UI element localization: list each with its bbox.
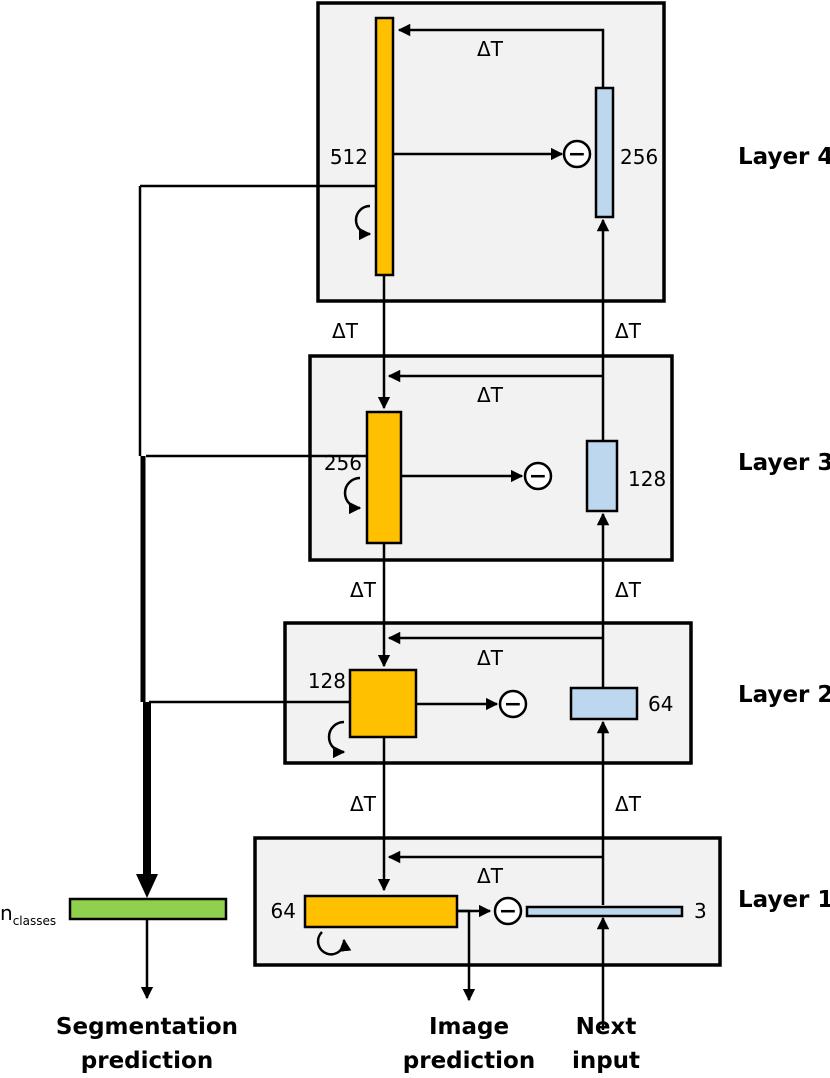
- layer-4-feedback-delta-t: ΔT: [477, 37, 504, 61]
- n-classes-label: nclasses: [0, 901, 56, 928]
- layer-3-subtract-node: [523, 461, 553, 491]
- layer-2-recurrence-icon: [327, 720, 346, 759]
- layer-1-label: Layer 1: [738, 887, 830, 913]
- layer-3-error-size: 128: [628, 467, 666, 491]
- layer-1-representation: [303, 894, 459, 929]
- layer-2-feedback-delta-t: ΔT: [477, 646, 504, 670]
- layer-2-minus-icon: −: [504, 692, 522, 717]
- layer-2-representation-size: 128: [308, 669, 346, 693]
- layer-3-recurrence-icon: [343, 476, 362, 515]
- layer-4-subtract-node: [562, 139, 592, 169]
- layer-3-feedback-delta-t: ΔT: [477, 383, 504, 407]
- layer-4-recurrence-icon: [354, 204, 372, 241]
- layer-1-error: [525, 905, 684, 918]
- layer-1-error-size: 3: [694, 899, 707, 923]
- layer-1-minus-icon: −: [499, 899, 517, 924]
- segmentation-label-line1: Segmentation: [56, 1014, 238, 1040]
- layer-2-error: [569, 686, 639, 721]
- top-down-delta-t-2: ΔT: [350, 792, 377, 816]
- layer-4-feedback-arrow: [397, 23, 605, 88]
- layer-4-error: [594, 86, 615, 219]
- bottom-up-delta-t-2: ΔT: [615, 578, 642, 602]
- next-input-label-line1: Next: [576, 1014, 637, 1040]
- top-down-delta-t-4: ΔT: [332, 319, 359, 343]
- layer-1-representation-size: 64: [271, 899, 296, 923]
- bottom-up-delta-t-1: ΔT: [615, 792, 642, 816]
- layer-4-representation-size: 512: [330, 145, 368, 169]
- layer-1-recurrence-icon: [316, 931, 352, 956]
- image-prediction-label-line2: prediction: [403, 1048, 535, 1074]
- layer-3-representation: [365, 410, 403, 545]
- layer-4-minus-icon: −: [568, 142, 586, 167]
- segmentation-output-bar: [68, 897, 228, 921]
- image-prediction-arrow: [457, 909, 476, 1002]
- top-down-delta-t-3: ΔT: [350, 578, 377, 602]
- next-input-label-line2: input: [572, 1048, 640, 1074]
- layer-4-label: Layer 4: [738, 144, 830, 170]
- image-prediction-label-line1: Image: [429, 1014, 509, 1040]
- layer-1-feedback-delta-t: ΔT: [477, 864, 504, 888]
- layer-3-minus-icon: −: [529, 464, 547, 489]
- layer-3-label: Layer 3: [738, 450, 830, 476]
- layer-2-label: Layer 2: [738, 682, 830, 708]
- segmentation-label-line2: prediction: [81, 1048, 213, 1074]
- layer-4-error-size: 256: [620, 145, 658, 169]
- layer-3-representation-size: 256: [324, 451, 362, 475]
- layer-4-representation: [374, 16, 395, 277]
- layer-2-representation: [348, 668, 418, 739]
- readout-arrowhead: [136, 874, 158, 898]
- layer-2-error-size: 64: [648, 692, 673, 716]
- layer-1-subtract-node: [493, 896, 523, 926]
- layer-2-subtract-node: [498, 689, 528, 719]
- bottom-up-delta-t-3: ΔT: [615, 319, 642, 343]
- layer-3-error: [585, 439, 619, 513]
